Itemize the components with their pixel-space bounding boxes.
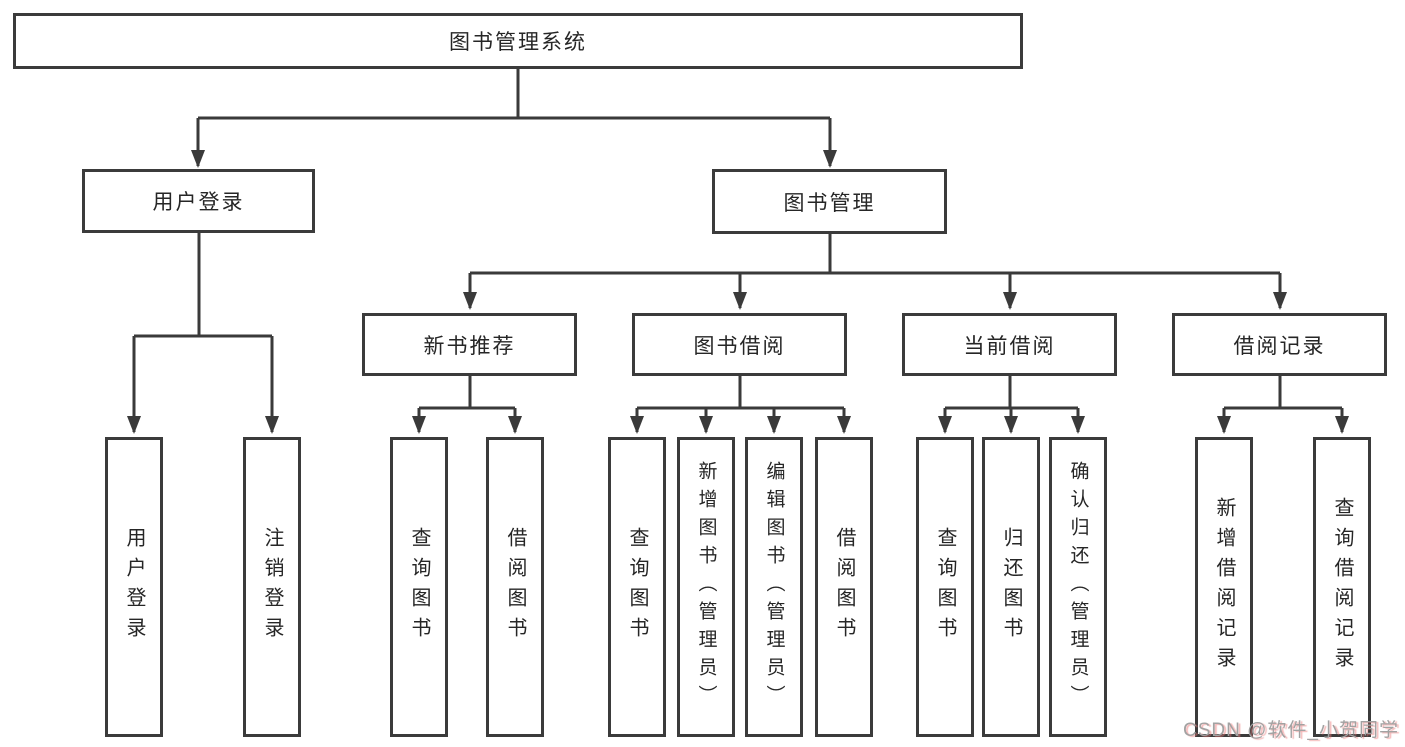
leaf-query-books-recommend: 查询图书	[390, 437, 448, 737]
leaf-borrow-books-recommend: 借阅图书	[486, 437, 544, 737]
leaf-borrow-books: 借阅图书	[815, 437, 873, 737]
leaf-user-login: 用户登录	[105, 437, 163, 737]
leaf-add-borrow-record: 新增借阅记录	[1195, 437, 1253, 737]
node-current-borrow: 当前借阅	[902, 313, 1117, 376]
leaf-query-borrow-record: 查询借阅记录	[1313, 437, 1371, 737]
leaf-logout: 注销登录	[243, 437, 301, 737]
leaf-return-book: 归还图书	[982, 437, 1040, 737]
node-user-login: 用户登录	[82, 169, 315, 233]
leaf-query-books-current: 查询图书	[916, 437, 974, 737]
node-book-management: 图书管理	[712, 169, 947, 234]
node-new-book-recommend: 新书推荐	[362, 313, 577, 376]
node-borrow-records: 借阅记录	[1172, 313, 1387, 376]
leaf-confirm-return-admin: 确认归还（管理员）	[1049, 437, 1107, 737]
leaf-edit-book-admin: 编辑图书（管理员）	[745, 437, 803, 737]
node-system-root: 图书管理系统	[13, 13, 1023, 69]
leaf-query-books-borrow: 查询图书	[608, 437, 666, 737]
leaf-add-book-admin: 新增图书（管理员）	[677, 437, 735, 737]
csdn-watermark: CSDN @软件_小贺同学	[1183, 720, 1399, 741]
node-book-borrow: 图书借阅	[632, 313, 847, 376]
